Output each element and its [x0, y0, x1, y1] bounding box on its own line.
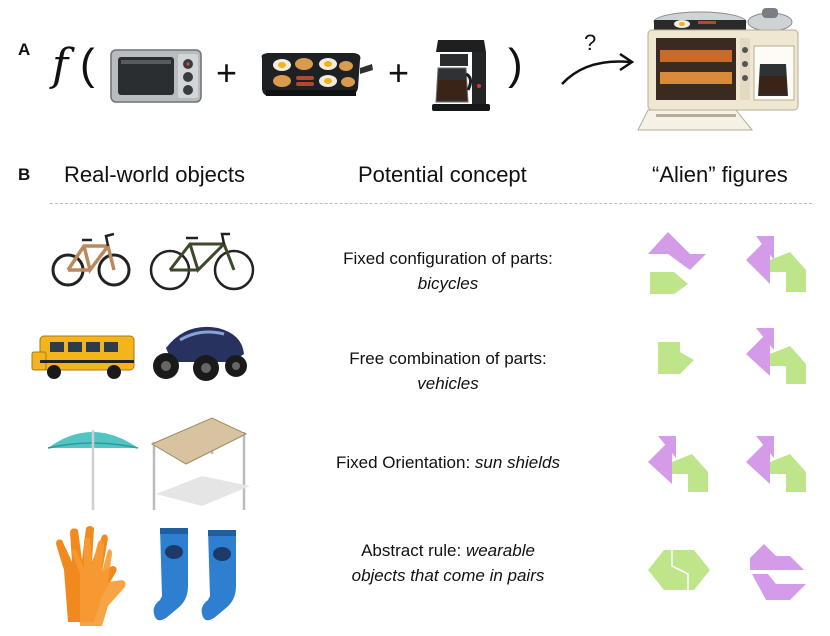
concept-text-pairs: Abstract rule: wearable objects that com… — [333, 538, 563, 588]
sun-shade-sail-image — [150, 417, 250, 510]
concept-text-sun-shields: Fixed Orientation: sun shields — [333, 450, 563, 475]
curved-arrow-icon — [561, 52, 635, 85]
panel-a-label: A — [18, 40, 31, 59]
close-paren: ) — [508, 40, 523, 89]
alien-figure-4-2 — [750, 544, 806, 600]
concept-text: Fixed configuration of parts: — [343, 249, 553, 268]
beach-umbrella-image — [47, 430, 139, 510]
concept-text: Free combination of parts: — [349, 349, 547, 368]
alien-figure-3-2 — [746, 436, 806, 492]
dashed-divider — [50, 203, 812, 204]
alien-figure-1-1 — [648, 232, 706, 294]
alien-figure-1-2 — [746, 236, 806, 292]
bicycle-image-1 — [51, 232, 131, 287]
toaster-oven-image — [110, 49, 202, 103]
concept-text-bicycles: Fixed configuration of parts: bicycles — [333, 246, 563, 296]
alien-figure-4-1 — [648, 550, 710, 590]
concept-emphasis: wearable objects that come in pairs — [351, 541, 545, 585]
breakfast-station-image — [637, 8, 799, 131]
griddle-image — [261, 53, 373, 96]
concept-vehicle-image — [153, 326, 247, 381]
panel-b-label: B — [18, 165, 31, 184]
coffee-maker-image — [432, 40, 490, 111]
concept-emphasis: vehicles — [417, 374, 479, 393]
question-mark: ? — [584, 30, 597, 55]
concept-text: Fixed Orientation: — [336, 453, 475, 472]
socks-image — [153, 528, 236, 621]
plus-sign-2: + — [388, 52, 410, 93]
alien-figure-3-1 — [648, 436, 708, 492]
concept-emphasis: sun shields — [474, 453, 560, 472]
header-alien-figures: “Alien” figures — [652, 162, 788, 187]
alien-figure-2-2 — [746, 328, 806, 384]
plus-sign-1: + — [216, 52, 238, 93]
bicycle-image-2 — [149, 232, 255, 291]
gloves-image — [56, 526, 126, 626]
header-potential-concept: Potential concept — [358, 162, 527, 187]
header-real-world-objects: Real-world objects — [64, 162, 245, 187]
school-bus-image — [31, 335, 135, 379]
concept-text: Abstract rule: — [361, 541, 466, 560]
concept-emphasis: bicycles — [417, 274, 479, 293]
function-symbol: f — [52, 40, 69, 91]
concept-text-vehicles: Free combination of parts: vehicles — [333, 346, 563, 396]
alien-figure-2-1 — [658, 342, 694, 374]
open-paren: ( — [80, 40, 95, 89]
